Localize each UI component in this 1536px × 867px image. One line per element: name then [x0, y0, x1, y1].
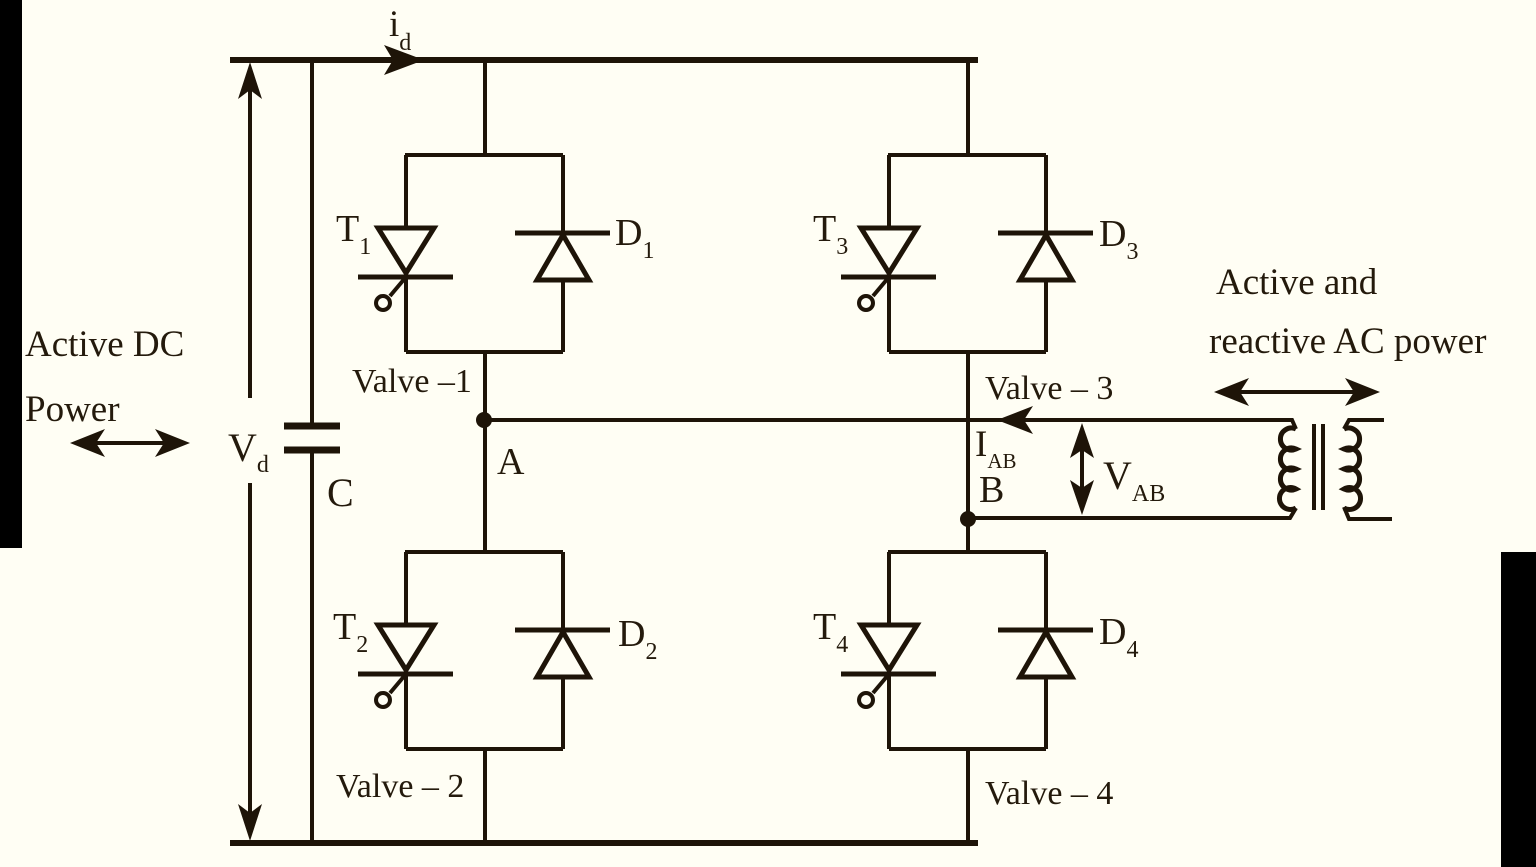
valve3-label: Valve – 3	[985, 370, 1113, 407]
d4-label: D4	[1099, 611, 1138, 663]
valve2-label: Valve – 2	[336, 768, 464, 805]
ac-wire-top	[485, 418, 1298, 430]
d2-label: D2	[618, 613, 657, 665]
node-a-dot	[476, 412, 492, 428]
vab-label: VAB	[1103, 453, 1165, 507]
arrow-right-icon	[155, 429, 190, 457]
vd-label: Vd	[228, 425, 269, 478]
node-b-label: B	[979, 469, 1004, 511]
d3-label: D3	[1099, 213, 1138, 265]
transformer	[1277, 418, 1392, 521]
t3-label: T3	[813, 208, 848, 260]
ac-power-label-line1: Active and	[1216, 262, 1378, 303]
vd-measure-arrow	[238, 62, 262, 841]
vab-measure-arrow	[1070, 423, 1094, 515]
transformer-secondary-top-lead	[1342, 418, 1384, 430]
arrow-right-icon	[1345, 378, 1380, 406]
arrow-left-icon	[70, 429, 105, 457]
valve-1	[358, 155, 610, 352]
dc-power-label-line1: Active DC	[25, 324, 184, 365]
t4-label: T4	[813, 606, 848, 658]
transformer-secondary-bottom-lead	[1342, 506, 1392, 521]
arrow-down-icon	[238, 804, 262, 841]
valve4-label: Valve – 4	[985, 775, 1113, 812]
arrow-down-icon	[1070, 480, 1094, 515]
arrow-left-icon	[1214, 378, 1249, 406]
dc-power-label-line2: Power	[25, 389, 120, 430]
t1-label: T1	[336, 208, 371, 260]
capacitor	[284, 60, 340, 843]
capacitor-label: C	[327, 470, 354, 515]
transformer-primary-winding	[1277, 425, 1303, 512]
d1-label: D1	[615, 212, 654, 264]
id-current-arrow-icon	[384, 45, 424, 75]
transformer-secondary-winding	[1337, 425, 1363, 512]
iab-label: IAB	[975, 424, 1017, 473]
ac-wire-bottom	[968, 506, 1298, 520]
left-black-bar	[0, 0, 22, 548]
arrow-up-icon	[238, 62, 262, 99]
valve1-label: Valve –1	[352, 363, 472, 400]
valve-2	[358, 552, 610, 749]
iab-current-arrow-icon	[997, 406, 1033, 434]
valve-3	[841, 155, 1093, 352]
node-a-label: A	[497, 441, 525, 483]
right-black-bar	[1501, 552, 1536, 867]
ac-power-label-line2: reactive AC power	[1209, 321, 1486, 362]
valve-4	[841, 552, 1093, 749]
arrow-up-icon	[1070, 423, 1094, 458]
t2-label: T2	[333, 606, 368, 658]
dc-power-flow-arrow	[70, 429, 190, 457]
id-label: id	[389, 4, 411, 56]
ac-power-flow-arrow	[1214, 378, 1380, 406]
transformer-core	[1312, 424, 1325, 510]
